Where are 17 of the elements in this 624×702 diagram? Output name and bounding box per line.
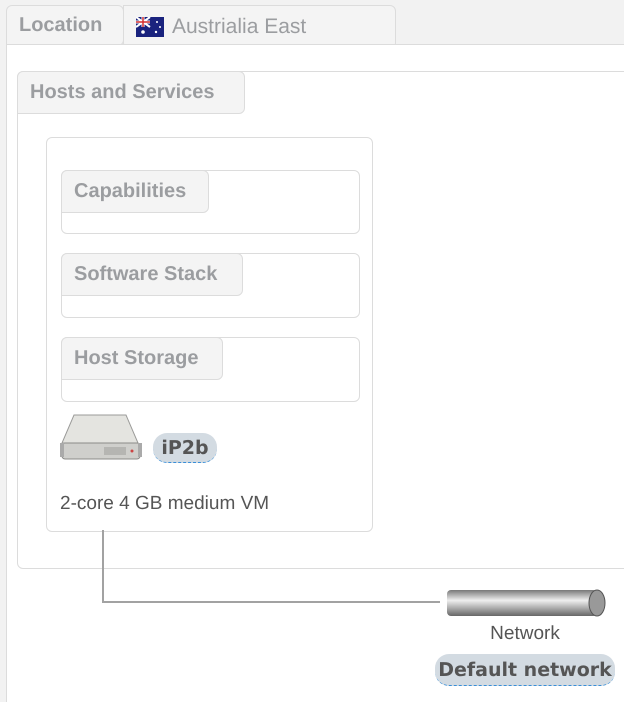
panel <box>61 337 360 402</box>
panel <box>61 253 360 318</box>
host-badge: iP2b <box>153 433 217 463</box>
host-label: 2-core 4 GB medium VM <box>60 493 270 515</box>
panel <box>6 44 624 702</box>
panel <box>17 71 624 569</box>
connector-line <box>102 530 440 603</box>
panel-tab: Hosts and Services <box>17 71 245 114</box>
node-label: Network <box>489 623 561 645</box>
panel-tab: Location <box>6 5 124 46</box>
panel-tab: Capabilities <box>61 170 209 213</box>
host-card <box>46 137 373 532</box>
region-name: Austrialia East <box>172 15 306 39</box>
panel-tab: Software Stack <box>61 253 243 296</box>
network-badge: Default network <box>435 654 615 686</box>
panel <box>61 170 360 234</box>
panel-tab: Host Storage <box>61 337 223 380</box>
